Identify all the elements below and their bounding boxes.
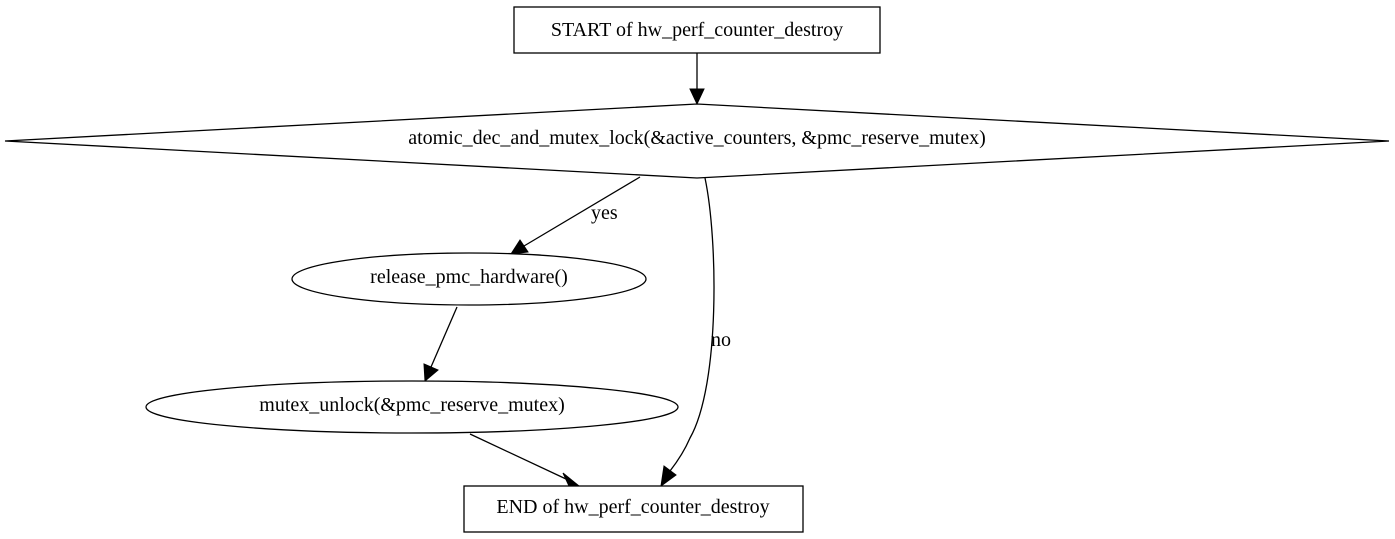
arrowhead	[423, 363, 439, 383]
release-label: release_pmc_hardware()	[370, 266, 568, 288]
edge-decision-to-end: no	[660, 177, 731, 488]
decision-label: atomic_dec_and_mutex_lock(&active_counte…	[408, 127, 986, 149]
edge-label-yes: yes	[591, 202, 618, 224]
edge-unlock-to-end	[469, 433, 581, 487]
arrowhead	[660, 465, 677, 488]
end-box	[463, 485, 804, 533]
edge-line	[469, 433, 567, 480]
end-label: END of hw_perf_counter_destroy	[496, 496, 769, 518]
unlock-label: mutex_unlock(&pmc_reserve_mutex)	[259, 394, 564, 416]
node-release: release_pmc_hardware()	[291, 252, 647, 306]
node-end: END of hw_perf_counter_destroy	[463, 485, 804, 533]
start-box	[513, 6, 881, 54]
edge-label-no: no	[711, 329, 731, 351]
node-decision: atomic_dec_and_mutex_lock(&active_counte…	[4, 103, 1390, 179]
decision-diamond	[4, 103, 1390, 179]
arrowhead	[562, 472, 581, 487]
edge-decision-to-release: yes	[510, 176, 641, 255]
node-unlock: mutex_unlock(&pmc_reserve_mutex)	[145, 380, 679, 434]
arrowhead	[510, 239, 529, 255]
edge-release-to-unlock	[423, 306, 458, 383]
start-label: START of hw_perf_counter_destroy	[551, 19, 843, 41]
unlock-ellipse	[145, 380, 679, 434]
edge-start-to-decision	[689, 53, 705, 106]
edge-line	[523, 176, 641, 247]
node-start: START of hw_perf_counter_destroy	[513, 6, 881, 54]
arrowhead	[689, 88, 705, 106]
edge-line	[669, 177, 715, 472]
release-ellipse	[291, 252, 647, 306]
edge-line	[430, 306, 458, 368]
